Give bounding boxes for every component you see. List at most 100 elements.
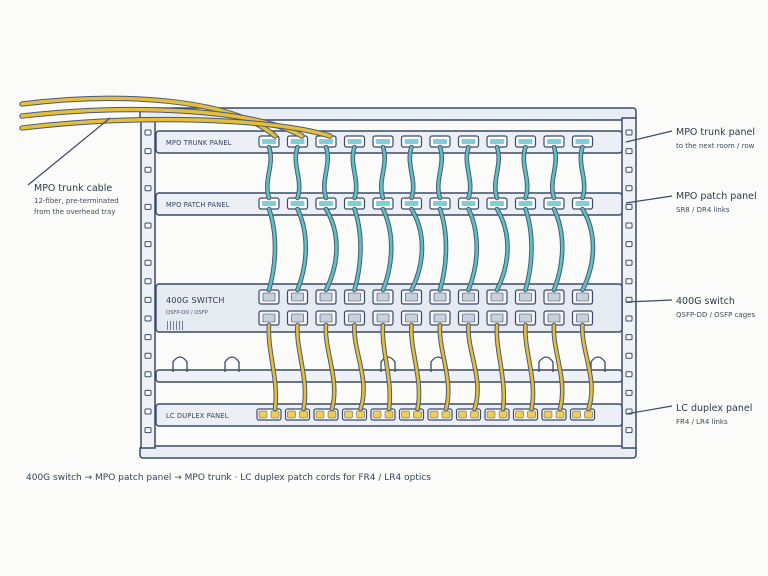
switch-port-cage	[547, 292, 561, 302]
callout-lc-panel-title: LC duplex panel	[676, 403, 752, 414]
rack-hole	[625, 334, 633, 341]
switch-port-cage	[348, 313, 361, 323]
mpo-port-key	[290, 201, 305, 206]
patch-panel-label: MPO PATCH PANEL	[166, 201, 230, 209]
mpo-port-key	[518, 139, 533, 144]
callout-trunk-cable-line2: from the overhead tray	[34, 208, 115, 216]
mpo-port-key	[490, 139, 504, 144]
switch-port-cage	[262, 292, 276, 302]
lc-fiber	[267, 323, 278, 411]
switch-port-cage	[490, 292, 504, 302]
callout-trunk-panel: MPO trunk panel to the next room / row	[676, 127, 755, 150]
mpo-fiber-upper	[579, 145, 586, 200]
rack-hole	[144, 129, 152, 136]
switch-port-cage	[462, 292, 475, 302]
mpo-fiber-lower	[353, 207, 362, 292]
lc-panel-label: LC DUPLEX PANEL	[166, 412, 229, 420]
rack-hole	[625, 241, 633, 248]
lc-connector	[470, 410, 479, 419]
mpo-port-key	[461, 139, 476, 144]
callout-trunk-cable: MPO trunk cable 12-fiber, pre-terminated…	[34, 183, 119, 216]
callout-lc-panel: LC duplex panel FR4 / LR4 links	[676, 403, 752, 426]
mpo-port-key	[547, 201, 561, 206]
callout-trunk-panel-title: MPO trunk panel	[676, 127, 755, 138]
lc-connector	[384, 410, 394, 419]
cable-manager-hook	[538, 356, 554, 372]
lc-connector	[299, 410, 308, 419]
mpo-port-key	[376, 201, 390, 206]
mpo-patch-panel: MPO PATCH PANEL	[155, 192, 623, 216]
switch-port-cage	[376, 292, 390, 302]
switch-port-cage	[547, 313, 561, 323]
trunk-panel-ports	[258, 135, 594, 148]
mpo-fiber-upper	[380, 145, 386, 200]
lc-connector	[315, 410, 325, 419]
switch-port-cage	[490, 313, 504, 323]
rack-hole	[144, 352, 152, 359]
mpo-fiber-lower	[410, 207, 424, 292]
mpo-fiber-upper	[465, 145, 472, 200]
trunk-fiber	[20, 117, 332, 138]
switch-port-cage	[576, 313, 589, 323]
mpo-fiber-upper	[437, 145, 443, 200]
mpo-fiber-lower	[296, 207, 308, 292]
mpo-fiber-lower	[267, 207, 277, 292]
lc-fiber	[467, 323, 479, 411]
lc-fiber	[581, 323, 593, 411]
switch-port-cage	[433, 313, 447, 323]
cable-manager-hook	[172, 356, 188, 372]
rack-hole	[625, 259, 633, 266]
mpo-port-key	[376, 139, 390, 144]
cable-manager-hook	[380, 356, 396, 372]
switch-port-cage	[433, 292, 447, 302]
lc-fiber	[381, 323, 392, 411]
lc-connector	[327, 410, 337, 419]
lc-connector	[287, 410, 296, 419]
lc-connector	[429, 410, 439, 419]
lc-connector	[555, 410, 565, 419]
callout-patch-panel: MPO patch panel SR8 / DR4 links	[676, 191, 757, 214]
mpo-trunk-panel: MPO TRUNK PANEL	[155, 130, 623, 154]
mpo-fiber-upper	[266, 145, 272, 200]
mpo-port-key	[404, 201, 419, 206]
mpo-port-key	[347, 139, 362, 144]
switch-port-cage	[262, 313, 276, 323]
lc-connector	[458, 410, 467, 419]
rack-hole	[144, 278, 152, 285]
rack-hole	[625, 389, 633, 396]
mpo-fiber-lower	[552, 207, 564, 292]
rack-hole	[144, 166, 152, 173]
rack-hole	[625, 166, 633, 173]
rack-hole	[144, 371, 152, 378]
mpo-fiber-lower	[467, 207, 479, 292]
mpo-fiber-lower	[495, 207, 509, 292]
lc-connector	[584, 410, 593, 419]
mpo-port-key	[319, 139, 333, 144]
mpo-port-key	[547, 139, 561, 144]
rack-hole	[144, 296, 152, 303]
switch-port-cage	[348, 292, 361, 302]
rack-hole	[625, 371, 633, 378]
switch-unit: 400G SWITCH QSFP-DD / OSFP ||||||	[155, 283, 623, 333]
lc-fiber	[438, 323, 450, 411]
lc-panel-ports	[256, 408, 596, 421]
lc-connector	[372, 410, 382, 419]
trunk-panel-label: MPO TRUNK PANEL	[166, 139, 232, 147]
switch-port-cage	[319, 292, 333, 302]
lc-connector	[543, 410, 553, 419]
lc-connector	[258, 410, 268, 419]
switch-port-cage	[519, 292, 532, 302]
callout-switch: 400G switch QSFP-DD / OSFP cages	[676, 296, 755, 319]
mpo-port-key	[575, 201, 590, 206]
cable-manager-hooks	[172, 356, 606, 372]
mpo-port-key	[262, 139, 276, 144]
lc-connector	[413, 410, 422, 419]
mpo-fiber-lower	[324, 207, 338, 292]
mpo-fiber-lower	[524, 207, 533, 292]
callout-trunk-cable-title: MPO trunk cable	[34, 183, 112, 194]
mpo-fiber-lower	[438, 207, 448, 292]
switch-port-cage	[405, 313, 418, 323]
rack-hole	[144, 241, 152, 248]
callout-switch-title: 400G switch	[676, 296, 735, 307]
leader-patch-panel	[625, 195, 673, 204]
